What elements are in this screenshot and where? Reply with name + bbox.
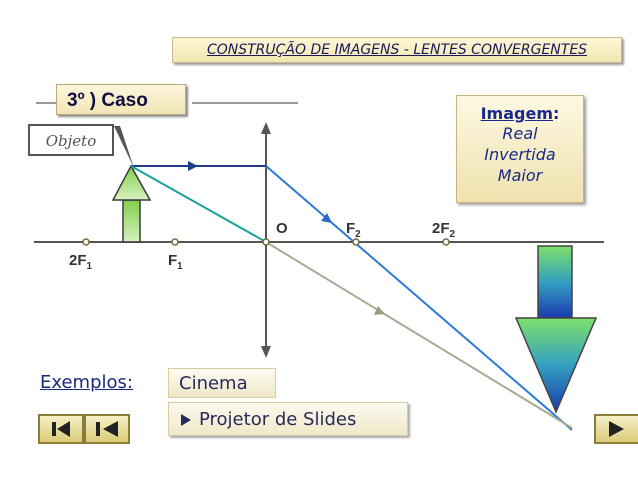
previous-slide-button[interactable]	[84, 414, 130, 444]
label-2f1-base: 2F	[69, 252, 87, 269]
label-f2-sub: 2	[355, 229, 361, 240]
point-2f1	[82, 238, 90, 246]
previous-slide-icon	[96, 421, 118, 437]
point-2f2	[442, 238, 450, 246]
examples-label: Exemplos:	[40, 372, 133, 393]
object-arrow	[111, 164, 152, 243]
next-slide-icon	[609, 421, 624, 437]
first-slide-icon	[52, 421, 70, 437]
label-o: O	[276, 220, 288, 237]
image-arrow	[514, 245, 598, 414]
arrow-bullet-icon	[181, 414, 191, 426]
ray-center	[265, 241, 573, 429]
label-2f2-base: 2F	[432, 220, 450, 237]
property-maior: Maior	[497, 166, 543, 185]
ray-parallel-arrow-icon	[188, 161, 198, 171]
slide-title: CONSTRUÇÃO DE IMAGENS - LENTES CONVERGEN…	[172, 37, 622, 63]
point-o	[262, 238, 270, 246]
imagem-colon: :	[553, 104, 560, 123]
example-projetor-label: Projetor de Slides	[199, 409, 357, 430]
property-real: Real	[502, 124, 538, 143]
label-2f2-sub: 2	[449, 229, 456, 240]
objeto-label: Objeto	[28, 124, 114, 156]
objeto-pointer	[114, 126, 134, 168]
image-properties-title: Imagem:	[457, 104, 583, 123]
example-projetor: Projetor de Slides	[168, 402, 408, 436]
label-2f1-sub: 1	[86, 261, 93, 272]
point-f2	[352, 238, 360, 246]
label-f2-base: F	[346, 220, 356, 237]
image-properties-box: Imagem: Real Invertida Maior	[456, 95, 584, 203]
first-slide-button[interactable]	[38, 414, 84, 444]
label-2f2: 2F2	[432, 220, 455, 240]
example-cinema: Cinema	[168, 368, 276, 398]
point-f1	[171, 238, 179, 246]
ray-center-arrow-icon	[374, 306, 385, 315]
lens-arrow-bottom-icon	[261, 346, 271, 358]
label-f1-base: F	[168, 252, 178, 269]
ray-refracted	[265, 165, 573, 431]
property-invertida: Invertida	[484, 145, 556, 164]
lens-arrow-top-icon	[261, 122, 271, 134]
label-f2: F2	[346, 220, 361, 240]
label-2f1: 2F1	[69, 252, 92, 272]
caso-label: 3º ) Caso	[56, 84, 186, 115]
label-f1: F1	[168, 252, 183, 272]
next-slide-button[interactable]	[594, 414, 638, 444]
imagem-heading: Imagem	[480, 104, 553, 123]
ray-focal	[130, 165, 267, 243]
label-f1-sub: 1	[177, 261, 183, 272]
ray-refracted-arrow-icon	[321, 213, 332, 223]
